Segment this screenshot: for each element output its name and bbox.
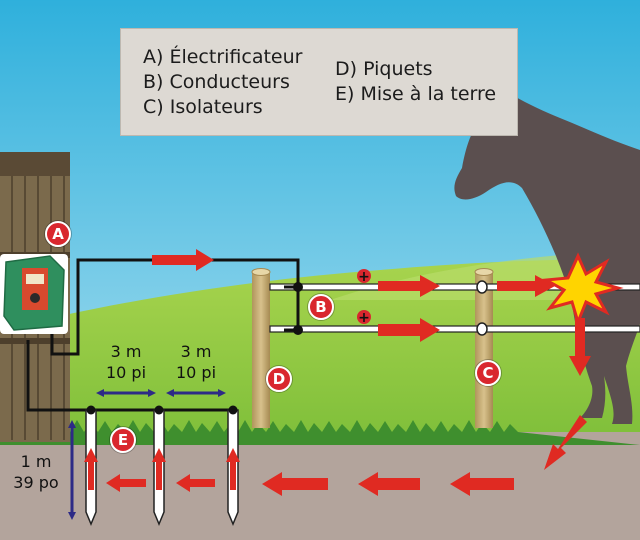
spacing-label-2: 3 m 10 pi [166, 341, 226, 383]
fence-post-right [474, 268, 494, 428]
legend-item-isolateurs: C) Isolateurs [143, 96, 263, 118]
legend-box: A) Électrificateur B) Conducteurs C) Iso… [120, 28, 518, 136]
current-arrows [84, 249, 591, 496]
badge-b: B [308, 294, 334, 320]
plus-sign: + [358, 310, 370, 326]
plus-sign: + [358, 269, 370, 285]
legend-item-electrificateur: A) Électrificateur [143, 46, 303, 68]
badge-e: E [110, 427, 136, 453]
plus-marker [357, 269, 371, 283]
spacing-2-feet: 10 pi [175, 363, 217, 382]
spacing-2-meters: 3 m [180, 342, 212, 361]
legend-column-left: A) Électrificateur B) Conducteurs C) Iso… [143, 45, 302, 120]
badge-c: C [475, 360, 501, 386]
dimension-arrows [68, 389, 226, 520]
horse [454, 96, 640, 424]
legend-item-mise-a-la-terre: E) Mise à la terre [335, 83, 497, 105]
insulator [476, 280, 488, 294]
legend-column-right: D) Piquets E) Mise à la terre [335, 57, 496, 107]
depth-inches: 39 po [13, 473, 59, 492]
spacing-1-meters: 3 m [110, 342, 142, 361]
badge-d: D [266, 366, 292, 392]
spark-icon [541, 252, 624, 327]
fence-post-left [251, 268, 271, 428]
energizer-device [0, 254, 68, 334]
badge-a: A [45, 221, 71, 247]
insulator [476, 322, 488, 336]
depth-meters: 1 m [20, 452, 52, 471]
conductor-wires [269, 280, 640, 336]
spacing-1-feet: 10 pi [105, 363, 147, 382]
legend-item-conducteurs: B) Conducteurs [143, 71, 290, 93]
spacing-label-1: 3 m 10 pi [96, 341, 156, 383]
legend-item-piquets: D) Piquets [335, 58, 433, 80]
depth-label: 1 m 39 po [6, 451, 66, 493]
plus-marker [357, 310, 371, 324]
